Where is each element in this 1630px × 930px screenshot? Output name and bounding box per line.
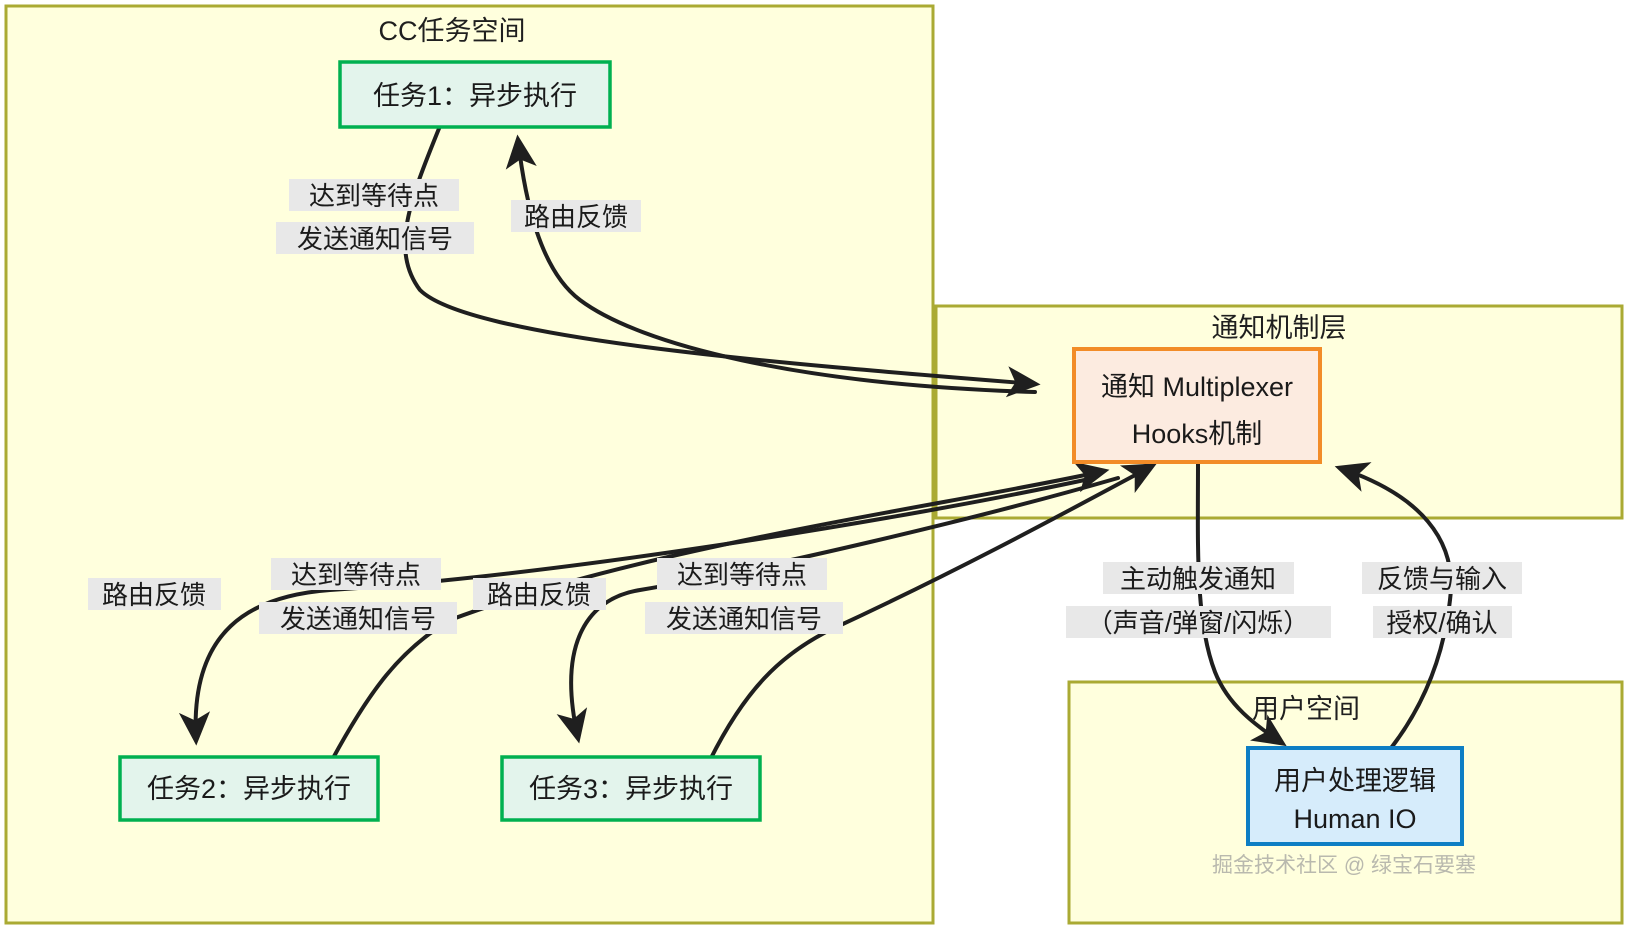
edge-label-trigger: 主动触发通知 （声音/弹窗/闪烁） [1066,562,1331,638]
edge-label-task1-notify: 达到等待点 发送通知信号 [276,179,474,254]
trigger-l2-bg [1066,606,1331,638]
task3-notify-l2-bg [645,602,843,634]
task1-notify-l1-bg [289,179,459,211]
edge-task1-to-multiplexer [403,124,1041,398]
user-space-title: 用户空间 [1252,694,1360,724]
task3-notify-l1: 达到等待点 [677,560,807,590]
trigger-l1-bg [1103,562,1294,594]
node-task3[interactable]: 任务3：异步执行 [500,755,762,822]
task1-notify-l1: 达到等待点 [309,181,439,211]
task1-rect[interactable] [338,60,612,129]
node-human-io[interactable]: 用户处理逻辑 Human IO [1246,746,1464,846]
edge-label-task2-notify: 达到等待点 发送通知信号 [259,558,457,634]
human-io-label-line2: Human IO [1293,804,1416,834]
task1-label: 任务1：异步执行 [373,81,577,111]
edge-task3-to-multiplexer [708,463,1157,762]
task1-route: 路由反馈 [524,202,628,232]
task2-label: 任务2：异步执行 [147,774,351,804]
edge-human-io-to-multiplexer [1334,462,1453,760]
task3-route: 路由反馈 [487,580,591,610]
feedback-l1: 反馈与输入 [1377,564,1507,594]
trigger-l1: 主动触发通知 [1120,564,1276,594]
human-io-rect[interactable] [1246,746,1464,846]
task2-notify-l1: 达到等待点 [291,560,421,590]
task1-notify-l2: 发送通知信号 [297,224,453,254]
feedback-l2: 授权/确认 [1386,608,1497,638]
task1-notify-l2-bg [276,222,474,254]
edge-label-feedback: 反馈与输入 授权/确认 [1362,562,1522,638]
cc-task-space-title: CC任务空间 [379,16,526,46]
multiplexer-label-line1: 通知 Multiplexer [1101,372,1293,402]
notification-layer-title: 通知机制层 [1212,313,1347,343]
feedback-l2-bg [1373,606,1512,638]
task3-notify-l2: 发送通知信号 [666,604,822,634]
trigger-l2: （声音/弹窗/闪烁） [1087,608,1309,638]
node-task2[interactable]: 任务2：异步执行 [118,755,380,822]
task3-rect[interactable] [500,755,762,822]
task3-notify-l1-bg [657,558,827,590]
edge-label-task3-notify: 达到等待点 发送通知信号 [645,558,843,634]
task2-notify-l2: 发送通知信号 [280,604,436,634]
edge-label-task1-route: 路由反馈 [511,200,641,232]
multiplexer-rect[interactable] [1072,347,1322,464]
node-multiplexer[interactable]: 通知 Multiplexer Hooks机制 [1072,347,1322,464]
feedback-l1-bg [1362,562,1522,594]
edge-label-task2-route: 路由反馈 [88,578,221,610]
task2-rect[interactable] [118,755,380,822]
edge-multiplexer-to-task2 [178,476,1096,746]
task2-route-bg [88,578,221,610]
task3-route-bg [473,578,606,610]
task1-route-bg [511,200,641,232]
task3-label: 任务3：异步执行 [529,774,733,804]
task2-route: 路由反馈 [102,580,206,610]
human-io-label-line1: 用户处理逻辑 [1274,766,1436,796]
node-task1[interactable]: 任务1：异步执行 [338,60,612,129]
multiplexer-label-line2: Hooks机制 [1132,419,1263,449]
task2-notify-l1-bg [271,558,441,590]
edge-label-task3-route: 路由反馈 [473,578,606,610]
edge-multiplexer-to-human-io [1195,460,1287,747]
task2-notify-l2-bg [259,602,457,634]
